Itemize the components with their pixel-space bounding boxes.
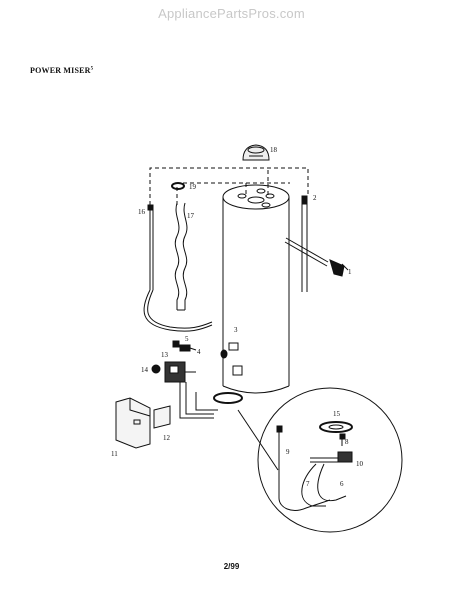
- callout-17: 17: [187, 212, 195, 220]
- part-11-access-door: [115, 397, 151, 449]
- part-5-nut: [172, 340, 180, 348]
- part-10-valve: [310, 451, 353, 463]
- part-8-orifice: [339, 433, 346, 446]
- part-1-drain-valve: [284, 237, 349, 277]
- zoom-leader: [237, 409, 279, 471]
- part-7-lead: [301, 463, 326, 507]
- part-18-top-cap: [242, 144, 270, 161]
- title-text: POWER MISER: [30, 66, 91, 75]
- callout-7: 7: [306, 480, 310, 488]
- callout-18: 18: [270, 146, 278, 154]
- part-4-fitting: [179, 344, 197, 352]
- part-2-dip-tube: [301, 195, 308, 292]
- site-watermark: AppliancePartsPros.com: [158, 6, 305, 21]
- diagram-title: POWER MISER5: [30, 66, 93, 75]
- callout-2: 2: [313, 194, 317, 202]
- callout-11: 11: [111, 450, 118, 458]
- dashed-leader-top: [149, 167, 309, 205]
- page-footer: 2/99: [223, 562, 240, 571]
- callout-1: 1: [348, 268, 352, 276]
- callout-8: 8: [345, 438, 349, 446]
- burner-tubes: [179, 382, 243, 419]
- detail-circle: [257, 387, 403, 533]
- part-9-pilot-tube: [276, 425, 331, 511]
- callout-13: 13: [161, 351, 169, 359]
- callout-3: 3: [234, 326, 238, 334]
- callout-6: 6: [340, 480, 344, 488]
- part-6-lead: [317, 463, 347, 502]
- callout-16: 16: [138, 208, 146, 216]
- part-17-flex-pipe: [174, 202, 188, 311]
- callout-14: 14: [141, 366, 149, 374]
- callout-9: 9: [286, 448, 290, 456]
- part-16-anode-rod: [143, 204, 213, 332]
- callout-19: 19: [189, 183, 197, 191]
- part-12-cover-plate: [153, 405, 171, 429]
- title-superscript: 5: [90, 66, 94, 72]
- part-15-burner: [319, 421, 353, 433]
- callout-5: 5: [185, 335, 189, 343]
- tank: [220, 184, 290, 394]
- callout-labels: 1 2 3 4 5 6 7 8 9 10 11 12 13 14 15 16 1…: [111, 146, 364, 488]
- callout-10: 10: [356, 460, 364, 468]
- callout-12: 12: [163, 434, 171, 442]
- part-19-ring: [171, 182, 185, 190]
- part-13-gas-control: [164, 361, 196, 383]
- callout-15: 15: [333, 410, 341, 418]
- callout-4: 4: [197, 348, 201, 356]
- part-14-knob: [151, 364, 161, 374]
